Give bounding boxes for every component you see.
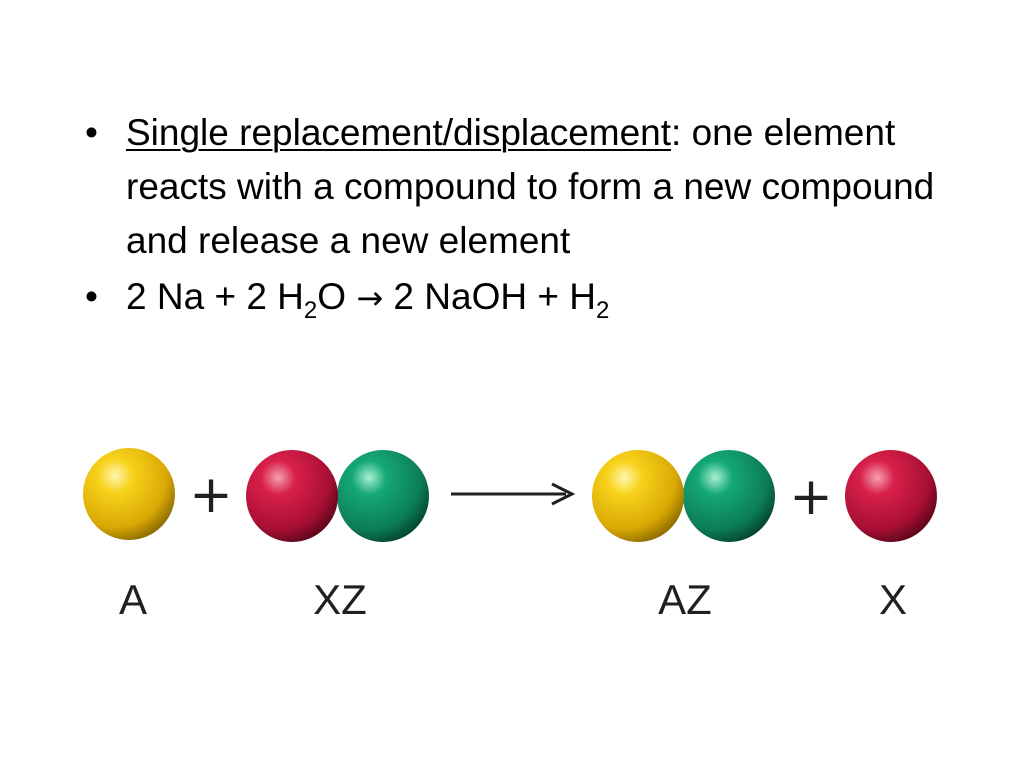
label-x: X [879,576,907,623]
equation-product-2: H2 [569,276,609,323]
equation-reactant-2-tail: O [317,276,347,317]
label-az: AZ [658,576,712,623]
equation-reactant-2: 2 H2O [246,276,347,323]
reaction-type-term: Single replacement/displacement [126,112,672,153]
label-a: A [119,576,147,623]
bullet-dot-icon: • [85,112,98,153]
equation-bullet: • 2 Na + 2 H2O → 2 NaOH + H2 [85,270,965,325]
equation-plus-1: + [214,276,237,317]
reaction-arrow-icon [451,482,576,506]
equation-product-1: 2 NaOH [393,276,528,317]
diagram-plus-2: + [789,467,833,527]
definition-text: : one element reacts with a compound to … [126,112,935,261]
atom-a [83,448,175,540]
equation-reactant-2-main: 2 H [246,276,304,317]
equation-reactant-2-subscript: 2 [303,297,318,324]
equation-plus-2: + [537,276,559,317]
bullet-dot-icon: • [85,276,98,317]
label-xz: XZ [313,576,367,623]
atom-z-in-xz [337,450,429,542]
right-arrow-icon: → [356,279,384,317]
bullet-list: • Single replacement/displacement: one e… [85,106,965,327]
atom-x-in-xz [246,450,338,542]
definition-bullet: • Single replacement/displacement: one e… [85,106,965,268]
atom-z-in-az [683,450,775,542]
reaction-diagram: + + A XZ AZ X [83,448,937,623]
atom-x [845,450,937,542]
atom-a-in-az [592,450,684,542]
equation-reactant-1: 2 Na [126,276,205,317]
equation-product-2-subscript: 2 [595,297,610,324]
diagram-plus-1: + [189,465,233,525]
equation-product-2-main: H [569,276,596,317]
